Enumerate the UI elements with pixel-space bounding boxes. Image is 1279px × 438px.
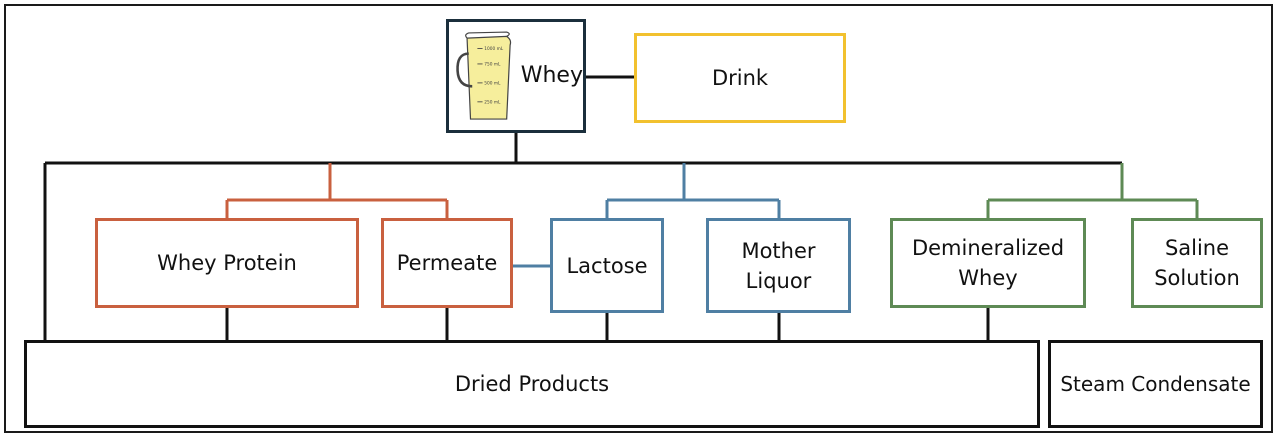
node-whey-protein-label: Whey Protein bbox=[157, 251, 297, 275]
dried-products-connectors bbox=[225, 308, 990, 340]
node-dried-products: Dried Products bbox=[24, 340, 1040, 428]
node-steam-condensate: Steam Condensate bbox=[1048, 340, 1263, 428]
node-demineralized-whey-label: Demineralized Whey bbox=[911, 236, 1065, 290]
node-mother-liquor: Mother Liquor bbox=[706, 218, 851, 313]
node-mother-liquor-label: Mother Liquor bbox=[741, 238, 816, 293]
node-demineralized-whey: Demineralized Whey bbox=[890, 218, 1086, 308]
node-whey: 1000 mL 750 mL 500 mL 250 mL Whey bbox=[446, 19, 586, 133]
node-whey-protein: Whey Protein bbox=[95, 218, 359, 308]
measuring-jug-icon: 1000 mL 750 mL 500 mL 250 mL bbox=[456, 31, 512, 120]
node-lactose-label: Lactose bbox=[566, 253, 648, 278]
saline-group-connectors bbox=[986, 163, 1199, 218]
jug-mark-1000: 1000 mL bbox=[484, 46, 503, 52]
node-saline-solution: Saline Solution bbox=[1131, 218, 1263, 308]
node-saline-solution-label: Saline Solution bbox=[1154, 236, 1240, 290]
node-permeate-label: Permeate bbox=[396, 251, 498, 275]
node-drink-label: Drink bbox=[711, 66, 769, 90]
node-dried-products-label: Dried Products bbox=[454, 372, 610, 396]
node-whey-label: Whey bbox=[520, 63, 583, 88]
jug-mark-750: 750 mL bbox=[484, 62, 501, 68]
node-drink: Drink bbox=[634, 33, 846, 123]
jug-mark-500: 500 mL bbox=[484, 81, 501, 87]
node-permeate: Permeate bbox=[381, 218, 513, 308]
protein-group-connectors bbox=[225, 163, 449, 218]
diagram-frame bbox=[4, 4, 1273, 433]
lactose-group-connectors bbox=[513, 163, 781, 268]
jug-mark-250: 250 mL bbox=[484, 100, 501, 106]
node-lactose: Lactose bbox=[550, 218, 664, 313]
node-steam-condensate-label: Steam Condensate bbox=[1060, 372, 1251, 396]
